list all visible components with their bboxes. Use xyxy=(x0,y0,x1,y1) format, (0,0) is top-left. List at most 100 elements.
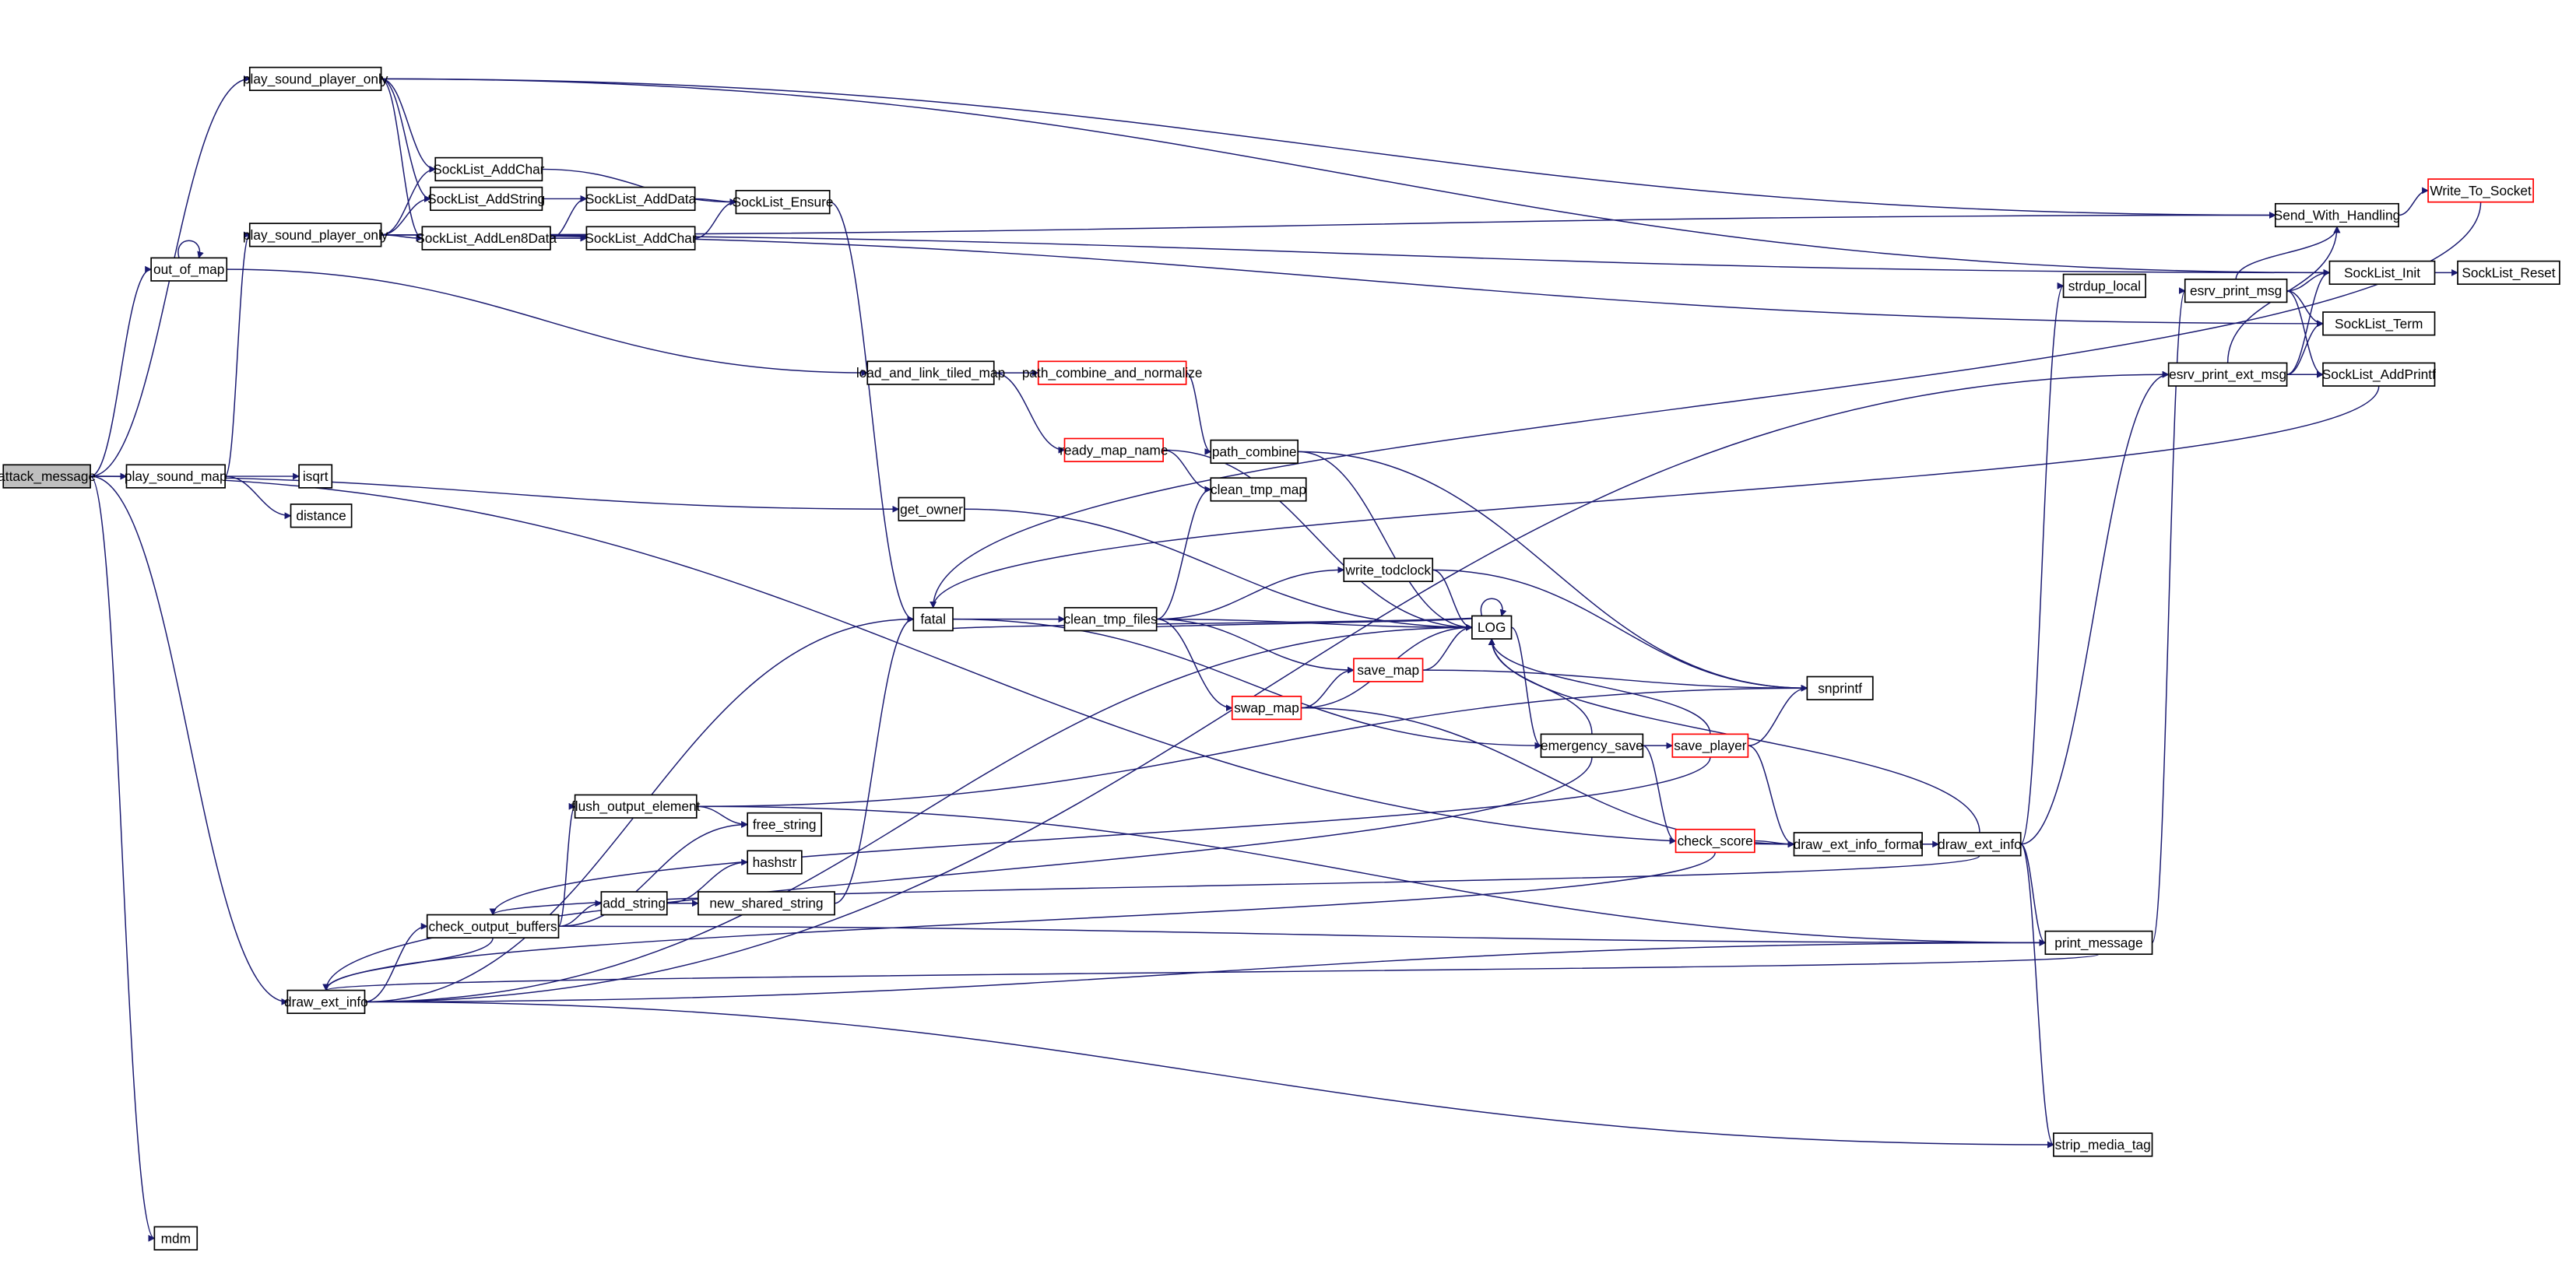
node-attack-message[interactable]: attack_message xyxy=(0,464,96,489)
node-label: new_shared_string xyxy=(709,896,823,911)
node-label: save_player xyxy=(1674,738,1747,753)
edge-save_player-to-check_output_buffers xyxy=(489,756,1711,916)
node-add-string[interactable]: add_string xyxy=(600,891,668,916)
node-write-todclock[interactable]: write_todclock xyxy=(1343,557,1434,582)
node-socklist-reset[interactable]: SockList_Reset xyxy=(2457,260,2560,286)
node-addlen8[interactable]: SockList_AddLen8Data xyxy=(416,226,557,251)
node-flush-output-element[interactable]: flush_output_element xyxy=(571,794,701,819)
node-esrv-print-msg[interactable]: esrv_print_msg xyxy=(2184,278,2288,303)
node-label: clean_tmp_files xyxy=(1063,612,1158,627)
node-label: print_message xyxy=(2054,935,2142,950)
node-swap-map[interactable]: swap_map xyxy=(1231,696,1302,721)
node-dei-l[interactable]: draw_ext_info xyxy=(284,989,368,1014)
edge-attack_message-to-deif xyxy=(90,475,1795,848)
node-psp2[interactable]: play_sound_player_only xyxy=(243,223,388,247)
edge-clean_tmp_files-to-save_map xyxy=(1156,618,1355,674)
node-socklist-term[interactable]: SockList_Term xyxy=(2322,311,2436,336)
node-label: ready_map_name xyxy=(1060,442,1168,458)
node-socklist-init[interactable]: SockList_Init xyxy=(2328,260,2436,286)
node-adddata[interactable]: SockList_AddData xyxy=(585,186,697,212)
node-clean-tmp-files[interactable]: clean_tmp_files xyxy=(1063,607,1158,632)
edge-dei_l-to-LOG xyxy=(364,623,1473,1003)
node-box xyxy=(747,850,803,875)
node-check-score[interactable]: check_score xyxy=(1675,828,1755,854)
node-box xyxy=(2328,260,2436,286)
node-box xyxy=(248,223,382,247)
node-emergency-save[interactable]: emergency_save xyxy=(1540,733,1644,758)
node-label: strdup_local xyxy=(2068,278,2141,293)
edge-save_player-to-snprintf xyxy=(1748,684,1808,746)
node-play-sound-map[interactable]: play_sound_map xyxy=(125,464,227,489)
node-free-string[interactable]: free_string xyxy=(747,812,823,837)
edge-psp2-to-socklist_init xyxy=(381,234,2331,276)
node-box xyxy=(585,226,696,251)
node-label: fatal xyxy=(920,612,946,627)
node-dei-r[interactable]: draw_ext_info xyxy=(1938,832,2022,857)
edge-clean_tmp_files-to-swap_map xyxy=(1156,618,1233,712)
node-box xyxy=(125,464,226,489)
edge-play_sound_map-to-psp2 xyxy=(224,231,251,477)
node-load-link[interactable]: load_and_link_tiled_map xyxy=(856,360,1005,385)
node-addstring[interactable]: SockList_AddString xyxy=(427,186,545,212)
node-get-owner[interactable]: get_owner xyxy=(898,496,965,521)
node-label: distance xyxy=(296,508,346,524)
edge-emergency_save-to-check_score xyxy=(1643,745,1677,844)
edge-psp2-to-addchar1 xyxy=(381,166,437,236)
node-box xyxy=(912,607,954,632)
node-out-of-map[interactable]: out_of_map xyxy=(150,257,228,282)
node-label: clean_tmp_map xyxy=(1211,482,1306,497)
node-socklist-addprintf[interactable]: SockList_AddPrintf xyxy=(2322,362,2436,387)
edge-write_todclock-to-snprintf xyxy=(1432,569,1808,692)
node-write-to-socket[interactable]: Write_To_Socket xyxy=(2427,178,2534,203)
node-new-shared-string[interactable]: new_shared_string xyxy=(698,891,835,916)
node-ensure[interactable]: SockList_Ensure xyxy=(733,190,834,215)
node-isqrt[interactable]: isqrt xyxy=(298,464,333,489)
node-label: SockList_AddChar xyxy=(433,161,544,177)
node-box xyxy=(574,794,698,819)
node-box xyxy=(1210,439,1299,465)
edge-check_output_buffers-to-dei_l xyxy=(322,937,494,991)
node-ready-map-name[interactable]: ready_map_name xyxy=(1060,437,1169,462)
node-psp1[interactable]: play_sound_player_only xyxy=(243,66,388,91)
node-box xyxy=(150,257,228,282)
node-snprintf[interactable]: snprintf xyxy=(1806,675,1874,700)
node-pcn[interactable]: path_combine_and_normalize xyxy=(1022,360,1203,385)
node-clean-tmp-map[interactable]: clean_tmp_map xyxy=(1210,477,1307,502)
node-strip-media-tag[interactable]: strip_media_tag xyxy=(2053,1132,2153,1157)
node-label: play_sound_map xyxy=(125,468,227,484)
node-hashstr[interactable]: hashstr xyxy=(747,850,803,875)
node-label: add_string xyxy=(603,896,666,911)
edge-addchar1-to-ensure xyxy=(542,168,737,206)
node-path-combine[interactable]: path_combine xyxy=(1210,439,1299,465)
node-box xyxy=(2053,1132,2153,1157)
node-strdup-local[interactable]: strdup_local xyxy=(2062,273,2146,298)
node-mdm[interactable]: mdm xyxy=(153,1226,199,1251)
node-print-message[interactable]: print_message xyxy=(2044,930,2153,956)
node-box xyxy=(1793,832,1923,857)
node-fatal[interactable]: fatal xyxy=(912,607,954,632)
node-addchar2[interactable]: SockList_AddChar xyxy=(585,226,697,251)
node-box xyxy=(600,891,668,916)
edge-out_of_map-to-out_of_map xyxy=(177,240,204,259)
edge-LOG-to-LOG xyxy=(1480,598,1507,617)
node-save-map[interactable]: save_map xyxy=(1353,658,1424,682)
node-distance[interactable]: distance xyxy=(290,503,353,528)
node-check-output-buffers[interactable]: check_output_buffers xyxy=(426,914,560,938)
edge-dei_r-to-strip_media_tag xyxy=(2020,844,2054,1149)
node-deif[interactable]: draw_ext_info_format xyxy=(1793,832,1924,857)
node-addchar1[interactable]: SockList_AddChar xyxy=(433,156,545,182)
node-label: Write_To_Socket xyxy=(2430,183,2532,198)
node-save-player[interactable]: save_player xyxy=(1671,733,1749,758)
node-esrv-print-ext-msg[interactable]: esrv_print_ext_msg xyxy=(2167,362,2288,387)
node-label: esrv_print_ext_msg xyxy=(2169,367,2286,382)
node-label: snprintf xyxy=(1818,680,1862,696)
edge-play_sound_map-to-distance xyxy=(225,475,292,520)
node-box xyxy=(1063,437,1164,462)
node-send-with-handling[interactable]: Send_With_Handling xyxy=(2274,202,2401,228)
node-LOG[interactable]: LOG xyxy=(1471,615,1513,640)
node-label: SockList_Term xyxy=(2335,316,2423,332)
node-label: path_combine xyxy=(1212,444,1297,459)
edge-save_map-to-snprintf xyxy=(1422,669,1808,692)
edge-save_player-to-LOG xyxy=(1488,638,1711,735)
